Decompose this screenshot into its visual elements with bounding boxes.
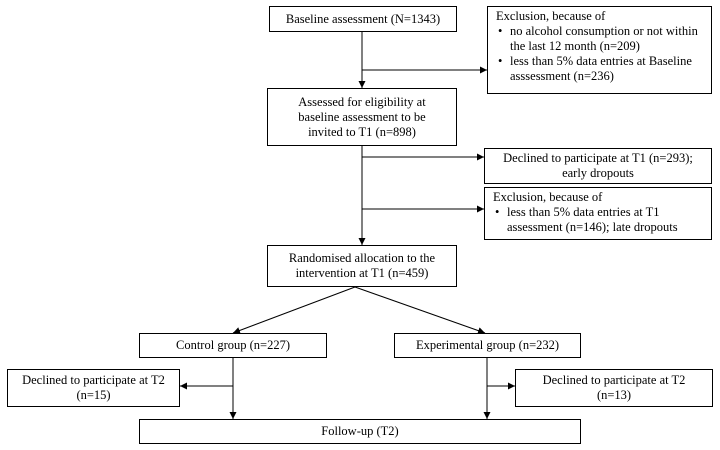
eligibility-line: Assessed for eligibility at [298,94,426,109]
baseline-assessment-box: Baseline assessment (N=1343) [269,6,457,32]
declined-t2-control-box: Declined to participate at T2 (n=15) [7,369,180,407]
declined-t1-box: Declined to participate at T1 (n=293); e… [484,148,712,184]
exclusion-t1-box: Exclusion, because of less than 5% data … [484,187,712,240]
randomised-line: intervention at T1 (n=459) [295,266,429,280]
experimental-group-box: Experimental group (n=232) [394,333,581,358]
control-group-label: Control group (n=227) [176,338,290,352]
declined-t1-line: early dropouts [562,166,634,180]
follow-up-box: Follow-up (T2) [139,419,581,444]
follow-up-label: Follow-up (T2) [321,424,399,438]
arrow-randomised-to-experimental [354,286,486,334]
randomised-line: Randomised allocation to the [288,251,436,265]
exclusion-t1-heading: Exclusion, because of [493,190,603,204]
exclusion-baseline-list: no alcohol consumption or not within the… [496,24,705,84]
arrow-randomised-to-control [232,286,356,334]
control-group-box: Control group (n=227) [139,333,327,358]
declined-t2-experimental-line: (n=13) [596,388,632,402]
declined-t2-experimental-line: Declined to participate at T2 [542,373,686,387]
exclusion-t1-list: less than 5% data entries at T1 assessme… [493,205,705,235]
eligibility-line: baseline assessment to be [298,109,426,124]
declined-t1-line: Declined to participate at T1 (n=293); [503,151,693,165]
exclusion-baseline-item: no alcohol consumption or not within the… [496,24,705,54]
exclusion-baseline-heading: Exclusion, because of [496,9,606,23]
exclusion-baseline-item: less than 5% data entries at Baseline as… [496,54,705,84]
randomised-allocation-box: Randomised allocation to the interventio… [267,245,457,287]
baseline-assessment-label: Baseline assessment (N=1343) [285,11,441,26]
declined-t2-control-line: (n=15) [76,388,111,402]
eligibility-box: Assessed for eligibility at baseline ass… [267,88,457,146]
exclusion-t1-item: less than 5% data entries at T1 assessme… [493,205,705,235]
declined-t2-control-line: Declined to participate at T2 [22,373,165,387]
exclusion-baseline-box: Exclusion, because of no alcohol consump… [487,6,712,94]
declined-t2-experimental-box: Declined to participate at T2 (n=13) [515,369,713,407]
experimental-group-label: Experimental group (n=232) [415,338,560,352]
eligibility-line: invited to T1 (n=898) [308,124,416,139]
